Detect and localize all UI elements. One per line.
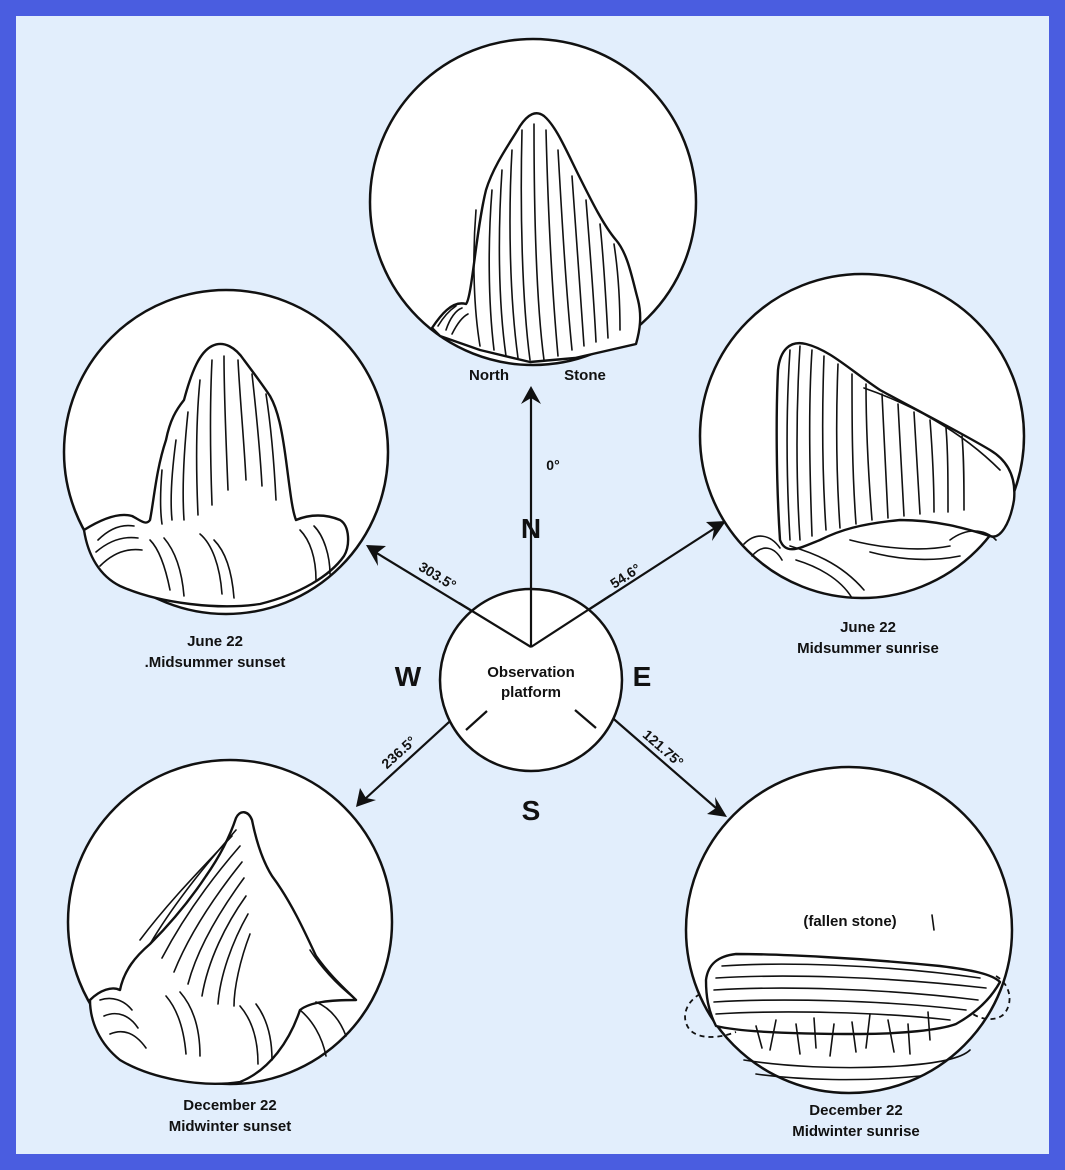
compass-west: W (395, 661, 422, 692)
north-stone-view (368, 37, 698, 367)
midsummer-sunrise-view (698, 272, 1026, 600)
midsummer-sunrise-event: Midsummer sunrise (797, 640, 939, 657)
compass-south: S (522, 795, 541, 826)
midsummer-sunrise-date: June 22 (840, 619, 896, 636)
angle-north: 0° (546, 457, 559, 473)
midwinter-sunrise-date: December 22 (809, 1102, 902, 1119)
north-stone-label-right: Stone (564, 367, 606, 384)
midwinter-sunrise-view (684, 765, 1014, 1095)
midwinter-sunrise-note: (fallen stone) (803, 913, 896, 930)
compass-east: E (633, 661, 652, 692)
midwinter-sunrise-event: Midwinter sunrise (792, 1123, 920, 1140)
midsummer-sunset-event: .Midsummer sunset (145, 654, 286, 671)
midwinter-sunset-view (66, 758, 394, 1086)
midsummer-sunset-view (62, 288, 390, 616)
midwinter-sunset-event: Midwinter sunset (169, 1118, 292, 1135)
midsummer-sunset-date: June 22 (187, 633, 243, 650)
platform-label-line2-top: platform (501, 684, 561, 701)
midwinter-sunset-date: December 22 (183, 1097, 276, 1114)
angle-midwinter-sunset: 236.5° (378, 733, 419, 772)
angle-midsummer-sunset: 303.5° (416, 558, 459, 593)
north-stone-label-left: North (469, 367, 509, 384)
compass-north: N (521, 513, 541, 544)
platform-label-line1-top: Observation (487, 664, 575, 681)
